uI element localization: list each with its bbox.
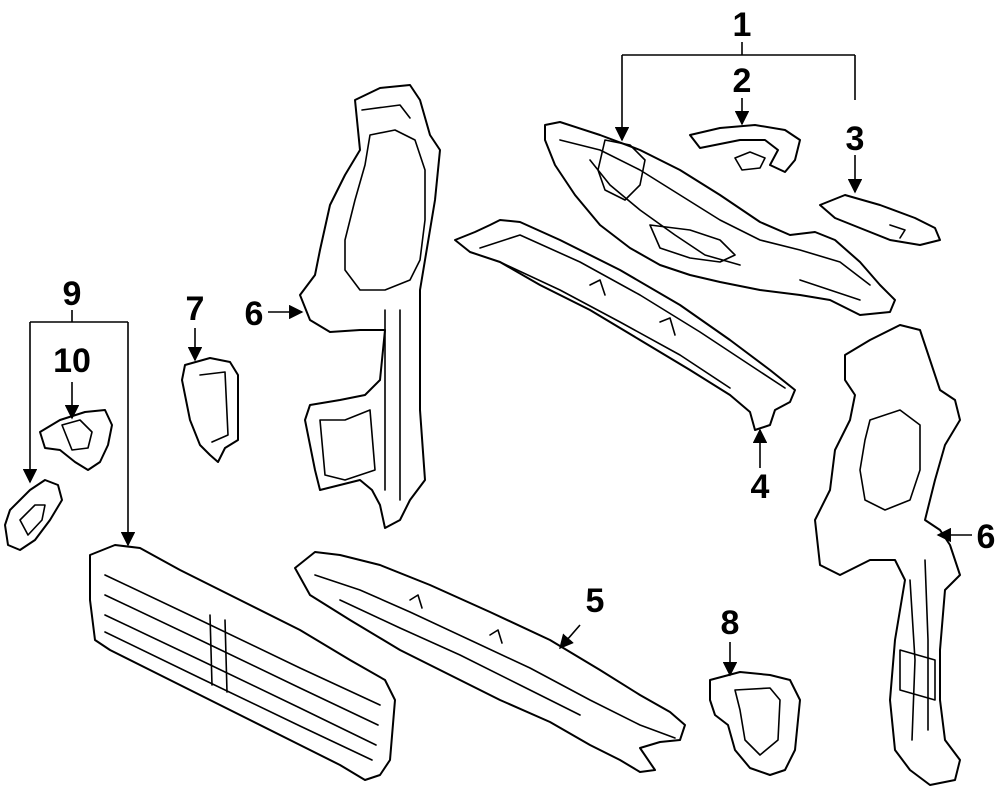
callout-8: 8	[721, 604, 740, 642]
part-upper-air-guide	[544, 121, 896, 316]
callout-10: 10	[53, 342, 91, 380]
callout-6-right: 6	[977, 518, 996, 556]
part-motor	[4, 479, 63, 551]
callout-2: 2	[733, 62, 752, 100]
callout-labels: 1 2 3 4 5 6 6 7 8 9 10	[53, 6, 995, 642]
part-plate	[819, 194, 941, 246]
part-upper-support	[454, 219, 796, 431]
part-actuator	[39, 409, 113, 471]
part-shutter-assembly	[89, 544, 396, 781]
leader-lines	[22, 42, 972, 677]
callout-1: 1	[733, 6, 752, 44]
callout-5: 5	[586, 582, 605, 620]
callout-9: 9	[63, 275, 82, 313]
callout-4: 4	[751, 468, 770, 506]
part-bracket	[689, 124, 801, 173]
part-lower-support	[294, 551, 686, 773]
part-lower-bracket	[709, 671, 801, 776]
part-side-air-guide-left	[299, 84, 441, 529]
callout-3: 3	[846, 120, 865, 158]
part-small-duct	[181, 357, 239, 463]
part-side-air-guide-right	[814, 324, 961, 786]
callout-6-left: 6	[245, 295, 264, 333]
callout-7: 7	[186, 290, 205, 328]
